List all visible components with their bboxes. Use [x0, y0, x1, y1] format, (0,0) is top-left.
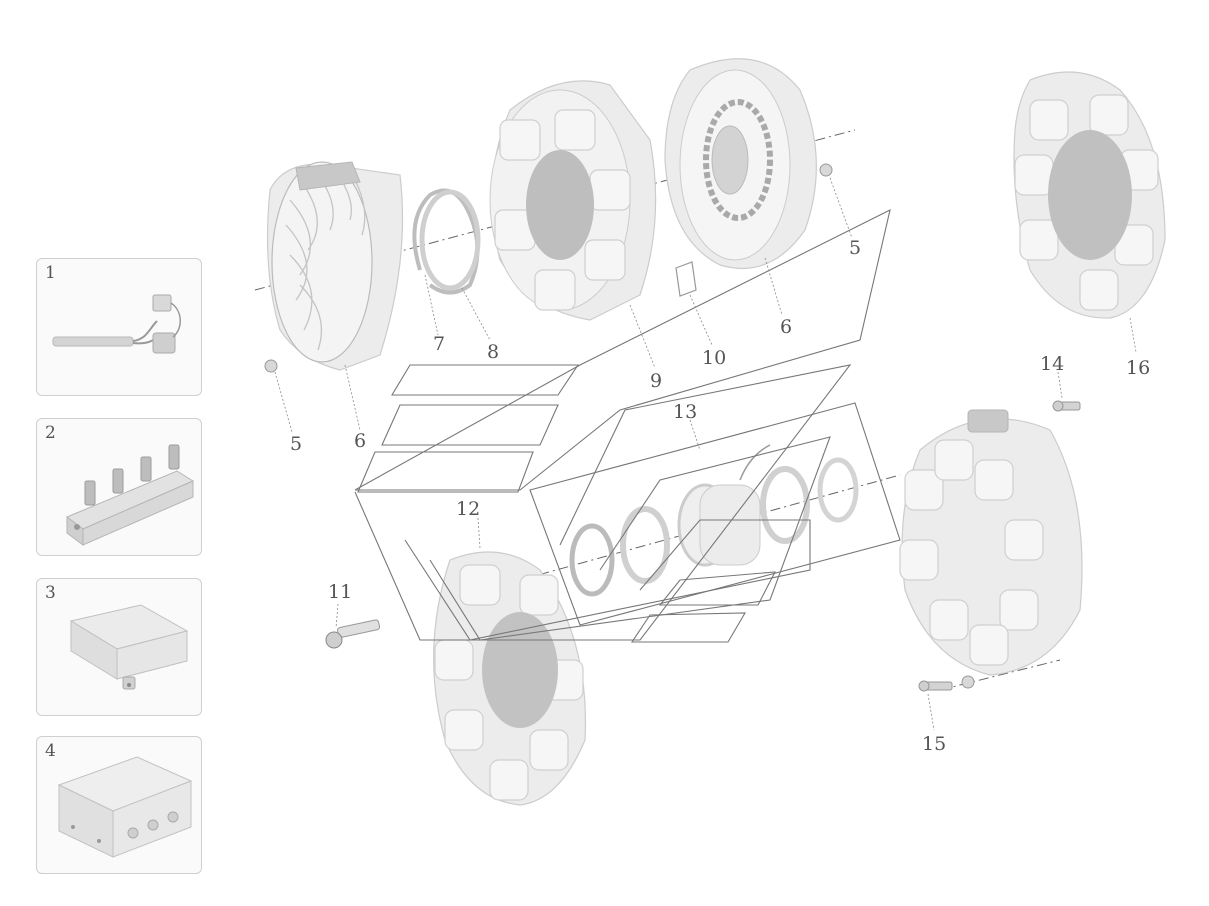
- snap-ring: [412, 188, 480, 295]
- callout-7: 7: [433, 333, 445, 355]
- junction-box-icon: [57, 756, 193, 858]
- callout-8: 8: [487, 341, 499, 363]
- callout-5: 5: [290, 433, 302, 455]
- callout-5: 5: [849, 237, 861, 259]
- thumbnail-panel-3: 3: [36, 578, 202, 716]
- center-axis-middle: [519, 474, 901, 581]
- thumbnail-panel-1: 1: [36, 258, 202, 396]
- coil-ring-assembly: [569, 444, 859, 597]
- callout-16: 16: [1126, 357, 1150, 379]
- callout-12: 12: [456, 498, 480, 520]
- nut: [819, 163, 833, 177]
- stator: [489, 80, 657, 321]
- washer-ring: [419, 189, 481, 291]
- callout-15: 15: [922, 733, 946, 755]
- nut: [264, 359, 278, 373]
- control-module-icon: [69, 604, 189, 690]
- motor-housing: [899, 409, 1083, 676]
- front-stator: [433, 551, 587, 806]
- callout-10: 10: [702, 347, 726, 369]
- panel-number: 2: [45, 423, 56, 443]
- center-axis-lower: [939, 659, 1061, 691]
- gasket: [675, 261, 697, 297]
- panel-number: 4: [45, 741, 56, 761]
- fan-housing: [266, 161, 404, 371]
- callout-14: 14: [1040, 353, 1064, 375]
- callout-13: 13: [673, 401, 697, 423]
- callout-6: 6: [354, 430, 366, 452]
- assembly-frame-lines: [354, 208, 901, 643]
- terminal-block-icon: [66, 444, 195, 546]
- callout-9: 9: [650, 370, 662, 392]
- rotor-disc: [664, 58, 817, 269]
- callout-leaders: [274, 177, 1137, 731]
- bolt-small: [1052, 400, 1081, 412]
- callout-11: 11: [328, 581, 352, 603]
- thumbnail-panel-2: 2: [36, 418, 202, 556]
- callout-6: 6: [780, 316, 792, 338]
- long-bolt: [325, 619, 381, 649]
- wiring-plug-icon: [52, 294, 181, 354]
- panel-number: 3: [45, 583, 56, 603]
- thumbnail-panel-4: 4: [36, 736, 202, 874]
- panel-number: 1: [45, 263, 56, 283]
- end-plate: [1013, 71, 1166, 319]
- bolt-with-nut: [918, 675, 975, 692]
